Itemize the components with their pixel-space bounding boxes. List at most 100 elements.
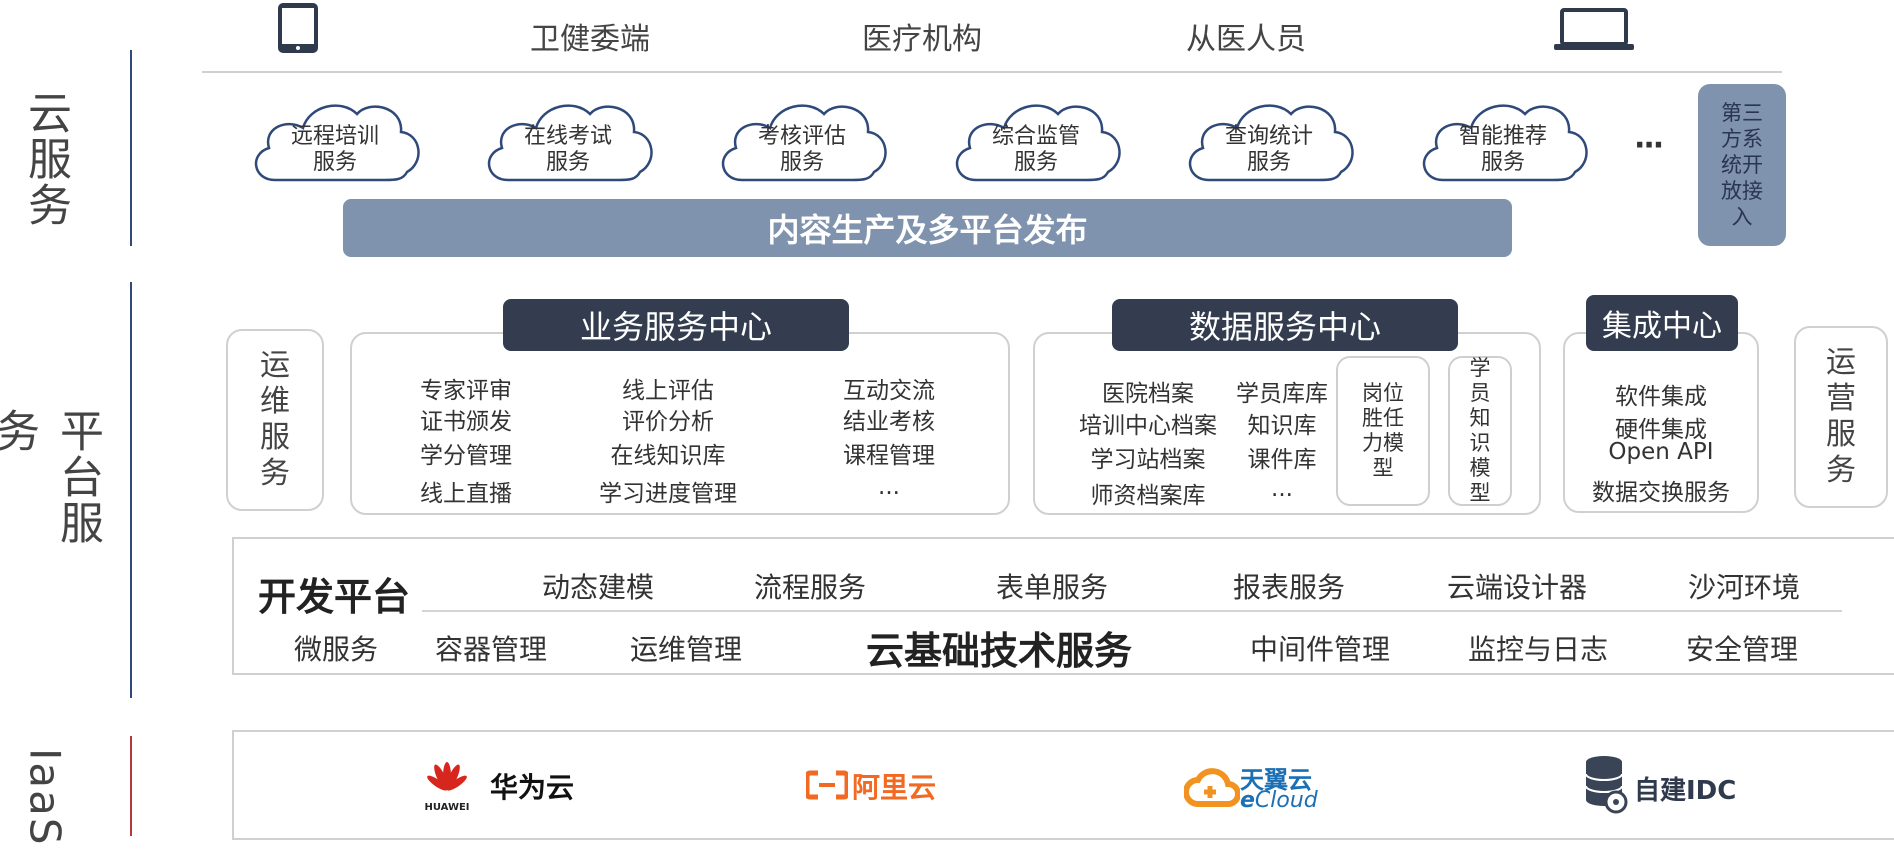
integration-center-box (1563, 332, 1759, 513)
cloud-service-1: 远程培训服务 (245, 92, 425, 186)
cloud-service-line2: 服务 (545, 150, 590, 175)
cloud-service-line2: 服务 (1480, 150, 1525, 175)
cloud-base-item: 微服务 (294, 633, 379, 666)
student-knowledge-model-box: 学员知识模型 (1448, 356, 1512, 506)
student-knowledge-model-label: 学员知识模型 (1469, 356, 1491, 505)
cloud-service-label: 查询统计服务 (1179, 124, 1359, 176)
integration-center-title: 集成中心 (1586, 295, 1738, 351)
cloud-service-label: 云服务 (20, 90, 71, 228)
cloud-base-item: 容器管理 (435, 633, 548, 666)
business-item: 结业考核 (843, 409, 935, 435)
tianyi-cloud-logo (1183, 760, 1241, 816)
platform-service-label: 平台服务 (0, 408, 103, 546)
huawei-logo-text: HUAWEI (424, 802, 470, 813)
business-item: 专家评审 (420, 378, 512, 404)
ops-service-label: 运维服务 (260, 348, 290, 491)
cloud-service-label: 远程培训服务 (245, 124, 425, 176)
cloud-service-line1: 综合监管 (991, 124, 1080, 149)
business-item: 在线知识库 (610, 443, 726, 469)
business-item: 证书颁发 (420, 409, 512, 435)
data-center-title: 数据服务中心 (1112, 299, 1458, 351)
cloud-service-label: 智能推荐服务 (1413, 124, 1593, 176)
dev-platform-item: 云端设计器 (1447, 571, 1588, 604)
data-item: 知识库 (1247, 413, 1317, 439)
cloud-service-line1: 查询统计 (1224, 124, 1313, 149)
cloud-service-3: 考核评估服务 (712, 92, 892, 186)
huawei-cloud-label: 华为云 (490, 771, 575, 804)
cloud-service-line2: 服务 (1246, 150, 1291, 175)
laptop-icon (1552, 8, 1636, 56)
business-item: 课程管理 (843, 443, 935, 469)
cloud-service-line1: 智能推荐 (1458, 124, 1547, 149)
more-ellipsis: ··· (1634, 128, 1664, 163)
top-label-medical-institution: 医疗机构 (862, 22, 982, 57)
third-party-access-label: 第三方系统开放接入 (1721, 101, 1763, 229)
content-publish-banner: 内容生产及多平台发布 (343, 199, 1512, 257)
cloud-service-line2: 服务 (312, 150, 357, 175)
cloud-service-6: 智能推荐服务 (1413, 92, 1593, 186)
cloud-service-line1: 在线考试 (523, 124, 612, 149)
data-item: 医院档案 (1102, 381, 1194, 407)
operation-service-box: 运营服务 (1794, 326, 1888, 508)
self-built-idc-label: 自建IDC (1634, 776, 1737, 806)
cloud-service-2: 在线考试服务 (478, 92, 658, 186)
cloud-service-line1: 考核评估 (757, 124, 846, 149)
cloud-base-title: 云基础技术服务 (866, 629, 1133, 673)
cloud-base-item: 监控与日志 (1468, 633, 1609, 666)
third-party-access-box: 第三方系统开放接入 (1698, 84, 1786, 246)
iaas-divider (130, 736, 132, 836)
data-item: 学员库库 (1236, 381, 1328, 407)
data-item: ... (1271, 476, 1293, 502)
business-item: ... (878, 474, 900, 500)
dev-platform-divider (422, 610, 1842, 612)
aliyun-logo (804, 770, 850, 804)
business-item: 线上直播 (420, 481, 512, 507)
business-center-title: 业务服务中心 (503, 299, 849, 351)
cloud-base-item: 中间件管理 (1250, 633, 1391, 666)
ops-service-box: 运维服务 (226, 329, 324, 511)
database-icon (1584, 754, 1628, 820)
data-item: 师资档案库 (1090, 483, 1206, 509)
integration-item: 数据交换服务 (1592, 480, 1730, 506)
dev-platform-item: 流程服务 (754, 571, 867, 604)
cloud-service-5: 查询统计服务 (1179, 92, 1359, 186)
cloud-base-item: 运维管理 (630, 633, 743, 666)
top-divider (202, 71, 1782, 73)
aliyun-label: 阿里云 (852, 771, 937, 804)
business-center-box (350, 332, 1010, 515)
tianyi-cloud-sub: eCloud (1240, 788, 1318, 813)
cloud-service-line2: 服务 (779, 150, 824, 175)
cloud-base-item: 安全管理 (1686, 633, 1799, 666)
dev-platform-title: 开发平台 (258, 575, 411, 619)
tablet-icon (276, 2, 320, 58)
dev-platform-item: 动态建模 (542, 571, 655, 604)
competency-model-label: 岗位胜任力模型 (1362, 381, 1404, 480)
data-item: 学习站档案 (1090, 447, 1206, 473)
iaas-label: IaaS (20, 747, 70, 847)
dev-platform-box (232, 537, 1894, 675)
integration-item: 软件集成 (1615, 384, 1707, 410)
top-label-practitioners: 从医人员 (1186, 22, 1306, 57)
top-label-health-commission: 卫健委端 (530, 22, 650, 57)
data-item: 培训中心档案 (1079, 413, 1217, 439)
dev-platform-item: 沙河环境 (1688, 571, 1801, 604)
huawei-logo: HUAWEI (424, 756, 470, 813)
operation-service-label: 运营服务 (1826, 345, 1856, 488)
dev-platform-item: 报表服务 (1233, 571, 1346, 604)
tianyi-cloud-label: 天翼云 (1240, 766, 1312, 794)
cloud-service-label: 综合监管服务 (946, 124, 1126, 176)
business-item: 线上评估 (622, 378, 714, 404)
dev-platform-item: 表单服务 (996, 571, 1109, 604)
cloud-service-4: 综合监管服务 (946, 92, 1126, 186)
data-item: 课件库 (1247, 447, 1317, 473)
cloud-service-divider (130, 50, 132, 246)
cloud-service-label: 考核评估服务 (712, 124, 892, 176)
cloud-service-label: 在线考试服务 (478, 124, 658, 176)
business-item: 学习进度管理 (599, 481, 737, 507)
cloud-service-line2: 服务 (1013, 150, 1058, 175)
cloud-service-line1: 远程培训 (290, 124, 379, 149)
integration-item: 硬件集成 (1615, 417, 1707, 443)
platform-service-divider (130, 282, 132, 698)
business-item: 学分管理 (420, 443, 512, 469)
business-item: 评价分析 (622, 409, 714, 435)
